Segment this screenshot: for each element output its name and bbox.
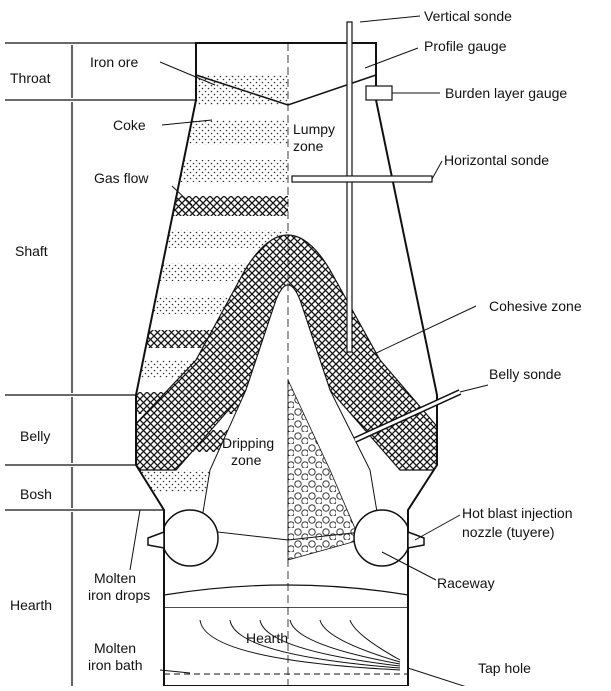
label-vertical-sonde: Vertical sonde bbox=[424, 8, 512, 24]
label-lumpy-zone-1: Lumpy bbox=[293, 121, 335, 137]
label-molten-iron-bath-2: iron bath bbox=[88, 657, 142, 673]
furnace-interior bbox=[130, 75, 440, 608]
hearth-flow-lines bbox=[164, 620, 408, 674]
label-burden-layer-gauge: Burden layer gauge bbox=[445, 85, 567, 101]
label-gas-flow: Gas flow bbox=[94, 170, 148, 186]
vertical-sonde-rod bbox=[347, 22, 352, 352]
label-lumpy-zone-2: zone bbox=[293, 138, 323, 154]
label-hearth-inner: Hearth bbox=[246, 630, 288, 646]
left-tuyere bbox=[148, 532, 164, 548]
zone-hearth: Hearth bbox=[10, 597, 52, 613]
zone-belly: Belly bbox=[20, 428, 50, 444]
left-raceway bbox=[162, 510, 218, 566]
label-tap-hole: Tap hole bbox=[478, 660, 531, 676]
label-cohesive-zone: Cohesive zone bbox=[489, 298, 582, 314]
label-raceway: Raceway bbox=[437, 575, 495, 591]
label-tuyere-2: nozzle (tuyere) bbox=[462, 524, 555, 540]
label-belly-sonde: Belly sonde bbox=[489, 366, 561, 382]
label-horizontal-sonde: Horizontal sonde bbox=[444, 152, 549, 168]
label-molten-iron-drops-1: Molten bbox=[94, 570, 136, 586]
label-iron-ore: Iron ore bbox=[90, 54, 138, 70]
zone-throat: Throat bbox=[10, 70, 50, 86]
zone-shaft: Shaft bbox=[15, 243, 48, 259]
label-dripping-zone-1: Dripping bbox=[222, 435, 274, 451]
label-tuyere-1: Hot blast injection bbox=[462, 505, 573, 521]
label-coke: Coke bbox=[113, 117, 146, 133]
label-profile-gauge: Profile gauge bbox=[424, 38, 507, 54]
label-dripping-zone-2: zone bbox=[231, 452, 261, 468]
label-molten-iron-drops-2: iron drops bbox=[88, 587, 150, 603]
burden-layer-gauge-box bbox=[366, 86, 392, 100]
zone-bosh: Bosh bbox=[20, 486, 52, 502]
right-raceway bbox=[354, 510, 410, 566]
horizontal-sonde-rod bbox=[292, 176, 432, 182]
label-molten-iron-bath-1: Molten bbox=[94, 640, 136, 656]
